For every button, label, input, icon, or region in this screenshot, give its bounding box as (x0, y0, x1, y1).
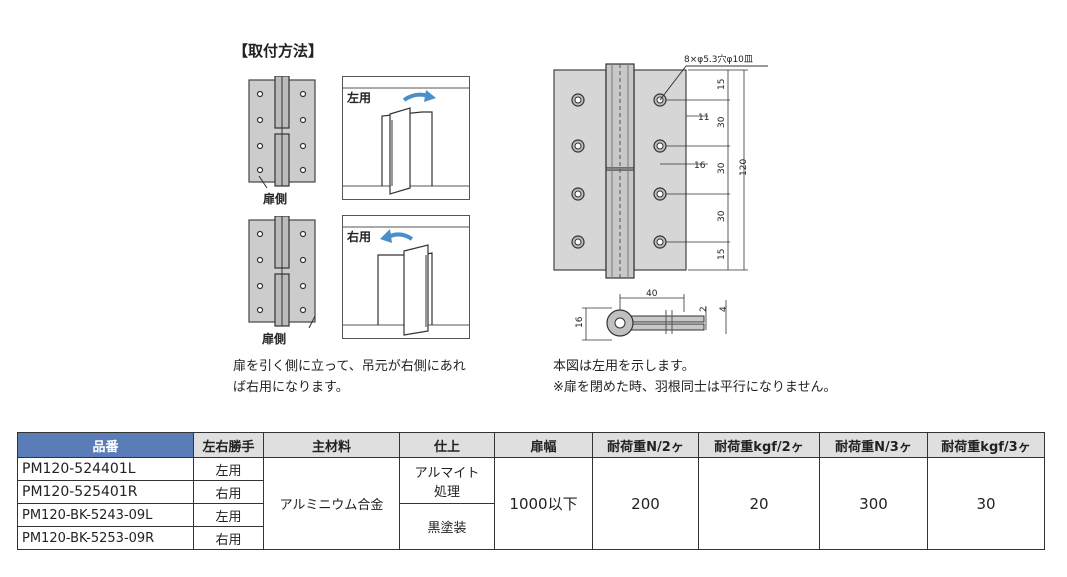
material-cell: アルミニウム合金 (263, 457, 400, 550)
hand-cell: 右用 (193, 526, 264, 550)
install-heading: 【取付方法】 (233, 42, 324, 60)
col-header-load-n-3: 耐荷重N/3ヶ (819, 432, 928, 458)
col-header-material: 主材料 (263, 432, 400, 458)
hole-spec-text: 8×φ5.3穴φ10皿 (684, 53, 753, 65)
dim-30-c: 30 (717, 210, 727, 222)
finish-anodized-cell: アルマイト 処理 (399, 457, 495, 504)
col-header-load-n-2: 耐荷重N/2ヶ (592, 432, 699, 458)
load-kgf-3-cell: 30 (927, 457, 1045, 550)
dim-16-v: 16 (575, 316, 585, 328)
dim-11: 11 (698, 113, 709, 123)
door-width-cell: 1000以下 (494, 457, 593, 550)
install-note-line2: ば右用になります。 (233, 380, 349, 395)
part-number: PM120-524401L (17, 457, 194, 481)
door-side-label-2: 扉側 (262, 332, 287, 346)
hand-cell: 左用 (193, 457, 264, 481)
col-header-load-kgf-3: 耐荷重kgf/3ヶ (927, 432, 1045, 458)
table-row: PM120-BK-5253-09R 右用 (17, 526, 1045, 550)
dim-15-top: 15 (717, 79, 727, 90)
right-use-label: 右用 (347, 230, 372, 244)
col-header-hand: 左右勝手 (193, 432, 264, 458)
hand-cell: 左用 (193, 503, 264, 527)
dim-15-bottom: 15 (717, 249, 727, 260)
hand-cell: 右用 (193, 480, 264, 504)
load-kgf-2-cell: 20 (698, 457, 820, 550)
part-number: PM120-525401R (17, 480, 194, 504)
dim-120: 120 (739, 159, 749, 176)
front-view-dimensions: 8×φ5.3穴φ10皿 15 11 30 16 30 120 30 15 (684, 53, 753, 260)
hinge-illustration-right (248, 216, 316, 329)
dim-16-h: 16 (694, 161, 706, 171)
table-row: PM120-525401R 右用 (17, 480, 1045, 504)
finish-black-cell: 黒塗装 (399, 503, 495, 550)
drawing-note-2: ※扉を閉めた時、羽根同士は平行になりません。 (553, 380, 837, 395)
door-illustration-left (342, 76, 470, 200)
hinge-front-view-drawing (553, 63, 768, 279)
finish-anodized-line2: 処理 (433, 484, 460, 500)
dim-2: 2 (699, 306, 709, 312)
dim-4: 4 (719, 306, 729, 312)
part-number: PM120-BK-5253-09R (17, 526, 194, 550)
drawing-note-1: 本図は左用を示します。 (553, 359, 695, 374)
dim-40: 40 (646, 289, 658, 299)
load-n-2-cell: 200 (592, 457, 699, 550)
install-note-line1: 扉を引く側に立って、吊元が右側にあれ (233, 359, 466, 374)
dim-30-a: 30 (717, 116, 727, 128)
table-row: PM120-524401L 左用 アルミニウム合金 アルマイト 処理 1000以… (17, 457, 1045, 550)
col-header-finish: 仕上 (399, 432, 495, 458)
col-header-load-kgf-2: 耐荷重kgf/2ヶ (698, 432, 820, 458)
part-number: PM120-BK-5243-09L (17, 503, 194, 527)
drawing-notes: 本図は左用を示します。 ※扉を閉めた時、羽根同士は平行になりません。 (553, 356, 837, 398)
door-illustration-right (342, 215, 470, 339)
load-n-3-cell: 300 (819, 457, 928, 550)
table-row: PM120-BK-5243-09L 左用 黒塗装 (17, 503, 1045, 550)
hinge-top-view-drawing: 40 2 4 16 (575, 289, 729, 341)
install-note: 扉を引く側に立って、吊元が右側にあれ ば右用になります。 (233, 356, 466, 398)
hinge-illustration-left (248, 76, 316, 189)
col-header-door-width: 扉幅 (494, 432, 593, 458)
col-header-part: 品番 (17, 432, 194, 458)
dim-30-b: 30 (717, 162, 727, 174)
left-use-label: 左用 (347, 91, 372, 105)
finish-anodized-line1: アルマイト (414, 465, 480, 481)
door-side-label-1: 扉側 (263, 192, 288, 206)
spec-table: 品番 左右勝手 主材料 仕上 扉幅 耐荷重N/2ヶ 耐荷重kgf/2ヶ 耐荷重N… (17, 432, 1045, 550)
table-header-row: 品番 左右勝手 主材料 仕上 扉幅 耐荷重N/2ヶ 耐荷重kgf/2ヶ 耐荷重N… (17, 432, 1045, 458)
